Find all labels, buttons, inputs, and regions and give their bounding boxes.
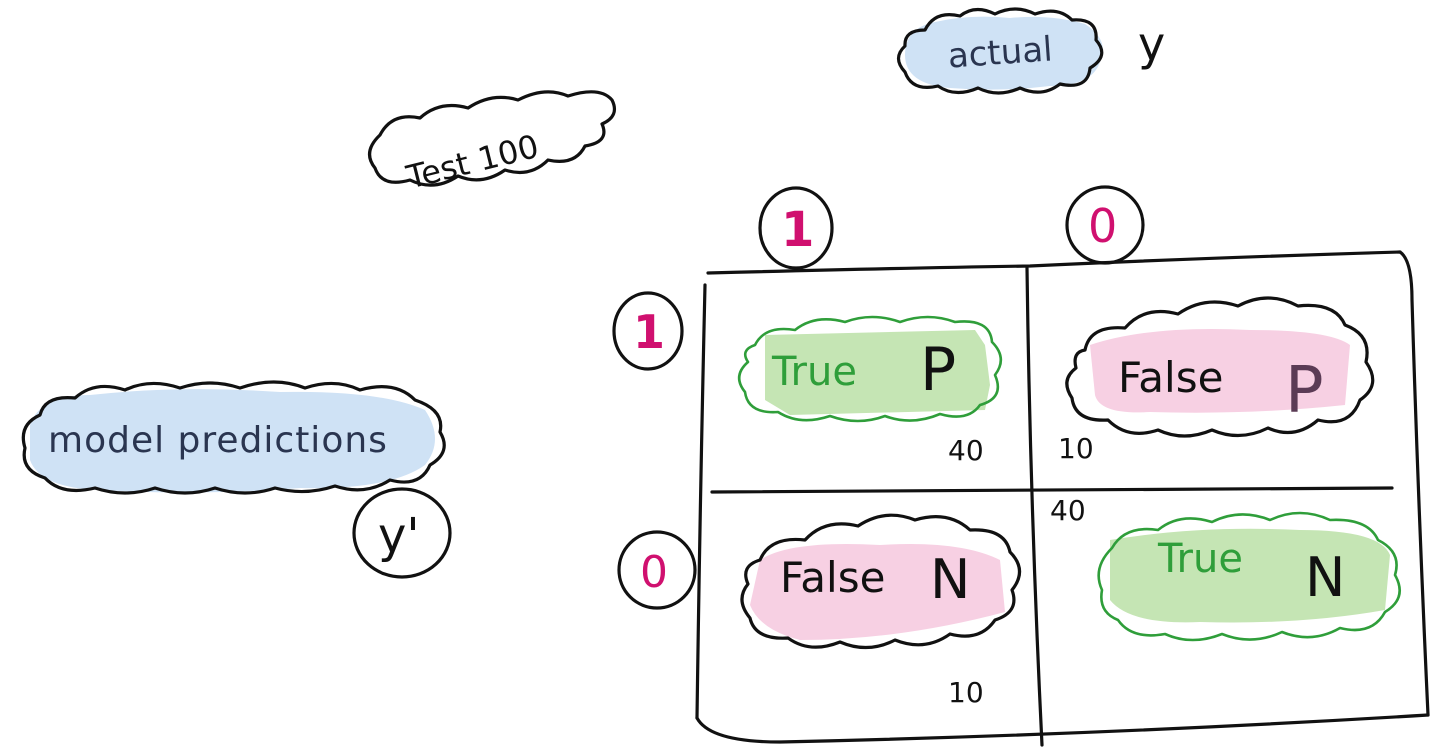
actual-cloud-outline [896,7,1104,95]
column-header-negative-label: 0 [1088,199,1117,253]
actual-label: actual [947,29,1054,76]
false-negative-cloud-outline [740,513,1022,650]
row-header-negative: 0 [617,530,697,610]
true-negative-count: 40 [1050,494,1086,527]
true-positive-cloud-outline [737,315,1003,423]
false-negative-highlight [750,544,1005,640]
column-header-positive-circle [758,186,834,270]
row-header-positive-circle [612,291,684,371]
predicted-variable-group: y' [352,487,452,579]
actual-label-group: actual y [896,7,1165,95]
true-negative-cloud-outline [1097,511,1401,642]
true-positive-highlight [765,330,990,415]
false-positive-word: False [1118,353,1223,402]
actual-highlight [905,16,1103,90]
false-positive-cloud-outline [1065,296,1375,438]
matrix-grid [695,250,1430,747]
false-positive-letter: P [1285,354,1324,428]
false-negative-count: 10 [948,676,984,709]
row-header-negative-circle [617,530,697,610]
cell-false-negative: False N 10 [740,513,1022,709]
predicted-variable: y' [378,508,420,564]
predicted-variable-circle [352,487,452,579]
true-positive-word: True [771,349,857,395]
true-positive-letter: P [920,335,956,405]
false-positive-highlight [1090,329,1350,413]
test-label: Test 100 [402,127,542,197]
model-predictions-label: model predictions [48,420,388,461]
cell-false-positive: False P 10 [1058,296,1375,465]
true-negative-word: True [1157,536,1243,582]
test-label-group: Test 100 [368,90,616,197]
actual-variable: y [1138,17,1165,71]
cell-true-negative: True N 40 [1050,494,1401,642]
column-header-positive-label: 1 [781,202,814,258]
true-negative-letter: N [1305,546,1345,609]
model-predictions-group: model predictions [21,380,446,495]
false-positive-count: 10 [1058,432,1094,465]
row-header-positive-label: 1 [633,305,665,359]
true-positive-count: 40 [948,434,984,467]
model-predictions-highlight [30,389,435,493]
grid-vertical-divider [1025,266,1044,747]
false-negative-letter: N [930,548,970,611]
grid-left-line [695,283,707,720]
true-negative-highlight [1110,528,1390,623]
model-predictions-cloud-outline [21,380,446,495]
false-negative-word: False [780,553,885,602]
grid-top-line [706,250,1402,275]
grid-horizontal-divider [710,486,1394,494]
row-header-negative-label: 0 [640,547,668,598]
column-header-positive: 1 [758,186,834,270]
column-header-negative: 0 [1065,185,1145,265]
grid-right-line [1398,250,1430,717]
grid-bottom-line [695,713,1430,744]
row-header-positive: 1 [612,291,684,371]
cell-true-positive: True P 40 [737,315,1003,467]
test-cloud-outline [368,90,616,187]
